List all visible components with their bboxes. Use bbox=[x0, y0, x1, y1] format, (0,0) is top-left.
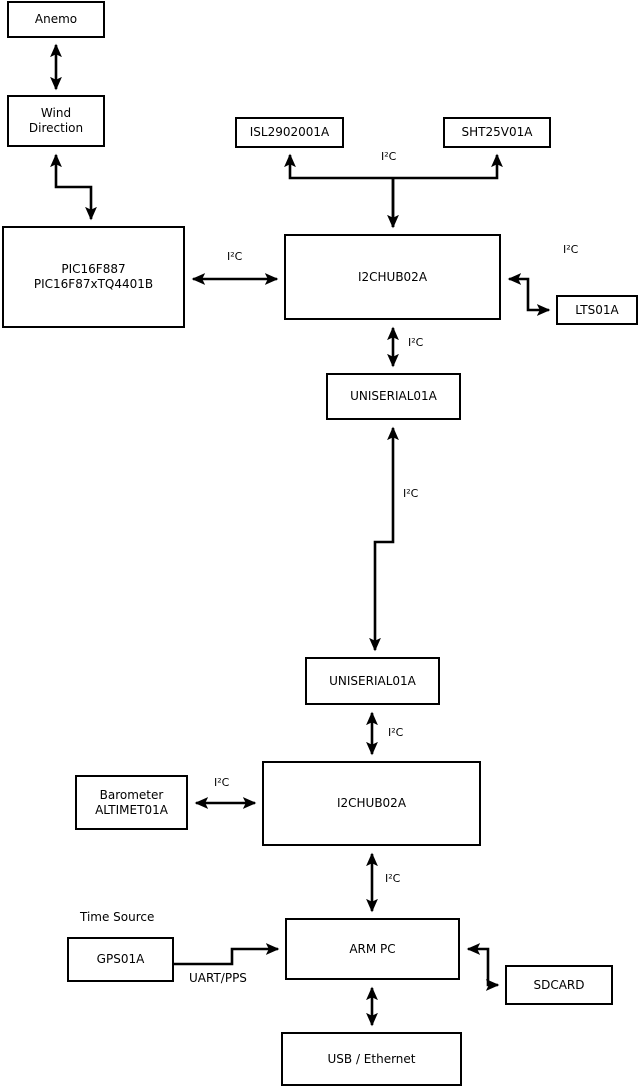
node-gps01a[interactable]: GPS01A bbox=[67, 937, 174, 982]
edge-label-i2c-uniserial-hub-bottom: I²C bbox=[388, 726, 404, 739]
node-lts01a[interactable]: LTS01A bbox=[556, 295, 638, 325]
node-pic-mcu-label: PIC16F887 PIC16F87xTQ4401B bbox=[33, 262, 154, 291]
node-sht25v01a[interactable]: SHT25V01A bbox=[443, 117, 551, 148]
connector-wind-pic bbox=[50, 153, 97, 221]
connector-uniserial-link bbox=[369, 426, 399, 652]
node-uniserial01a-bottom[interactable]: UNISERIAL01A bbox=[305, 657, 440, 705]
edge-label-i2c-barometer-hub: I²C bbox=[214, 776, 230, 789]
node-isl2902001a[interactable]: ISL2902001A bbox=[235, 117, 344, 148]
node-wind-direction[interactable]: Wind Direction bbox=[7, 95, 105, 147]
connector-bus-to-isl bbox=[284, 153, 393, 180]
node-lts01a-label: LTS01A bbox=[575, 302, 619, 317]
node-sdcard[interactable]: SDCARD bbox=[505, 965, 613, 1005]
node-arm-pc[interactable]: ARM PC bbox=[285, 918, 460, 980]
node-gps01a-label: GPS01A bbox=[96, 952, 145, 966]
node-barometer[interactable]: Barometer ALTIMET01A bbox=[75, 775, 188, 830]
node-usb-ethernet-label: USB / Ethernet bbox=[327, 1051, 416, 1066]
node-sdcard-label: SDCARD bbox=[533, 977, 585, 992]
node-anemo[interactable]: Anemo bbox=[7, 1, 105, 38]
node-i2chub02a-top-label: I2CHUB02A bbox=[357, 269, 428, 284]
edge-label-uart-pps: UART/PPS bbox=[189, 971, 247, 985]
edge-label-i2c-top-bus: I²C bbox=[381, 150, 397, 163]
edge-label-i2c-hub-uniserial: I²C bbox=[408, 336, 424, 349]
node-pic-mcu[interactable]: PIC16F887 PIC16F87xTQ4401B bbox=[2, 226, 185, 328]
node-wind-direction-label: Wind Direction bbox=[28, 106, 84, 135]
label-time-source: Time Source bbox=[80, 910, 155, 924]
node-barometer-label: Barometer ALTIMET01A bbox=[95, 787, 168, 817]
node-uniserial01a-top[interactable]: UNISERIAL01A bbox=[326, 373, 461, 420]
node-usb-ethernet[interactable]: USB / Ethernet bbox=[281, 1032, 462, 1086]
node-isl2902001a-label: ISL2902001A bbox=[249, 125, 330, 139]
node-uniserial01a-top-label: UNISERIAL01A bbox=[350, 389, 437, 403]
node-i2chub02a-bottom[interactable]: I2CHUB02A bbox=[262, 761, 481, 846]
edge-label-i2c-hub-armpc: I²C bbox=[385, 872, 401, 885]
node-i2chub02a-bottom-label: I2CHUB02A bbox=[336, 796, 407, 810]
connector-gps-armpc bbox=[174, 943, 280, 966]
node-arm-pc-label: ARM PC bbox=[349, 941, 396, 956]
connector-bus-to-sht bbox=[393, 153, 503, 180]
connector-hub-lts bbox=[507, 273, 551, 316]
node-uniserial01a-bottom-label: UNISERIAL01A bbox=[329, 673, 416, 688]
edge-label-i2c-uniserial-link: I²C bbox=[403, 487, 419, 500]
edge-label-i2c-pic-hub: I²C bbox=[227, 250, 243, 263]
node-sht25v01a-label: SHT25V01A bbox=[461, 125, 533, 139]
node-anemo-label: Anemo bbox=[34, 12, 78, 26]
node-i2chub02a-top[interactable]: I2CHUB02A bbox=[284, 234, 501, 320]
edge-label-i2c-hub-lts: I²C bbox=[563, 243, 579, 256]
connector-armpc-sdcard bbox=[466, 943, 500, 991]
